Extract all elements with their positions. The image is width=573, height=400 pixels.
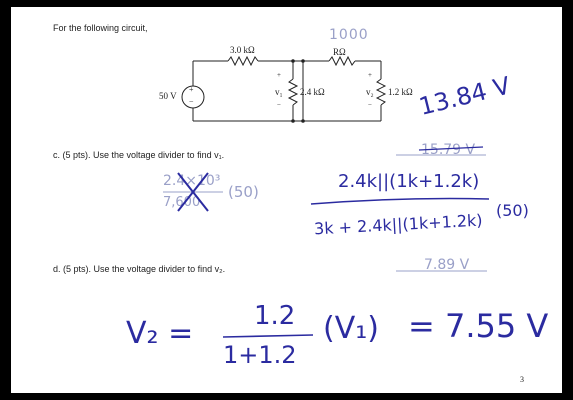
v2-plus: + [368,71,372,79]
worksheet-page: For the following circuit, [11,7,562,393]
v1-fraction-bar [310,197,490,205]
handwritten-r-value: 1000 [329,27,369,43]
v2-fraction-numerator: 1.2 [254,301,296,331]
r-parallel-1-label: 2.4 kΩ [300,87,325,97]
v1-minus: − [277,101,281,109]
v2-paren-v1: (V₁) [323,311,379,346]
v2-fraction-bar [222,334,314,338]
answer-line-d [396,270,487,272]
v1-expression-multiplier: (50) [496,201,529,220]
circuit-diagram [181,55,387,123]
problem-intro: For the following circuit, [53,23,148,33]
v2-fraction-denominator: 1+1.2 [223,341,297,369]
part-d-question: d. (5 pts). Use the voltage divider to f… [53,264,226,274]
cross-out-mark [163,172,223,212]
v2-result: = 7.55 V [408,307,549,345]
crossed-work-denominator: 7,600 [163,195,201,210]
part-c-question: c. (5 pts). Use the voltage divider to f… [53,150,225,160]
r-parallel-2-label: 1.2 kΩ [388,87,413,97]
v2-blank-answer: 7.89 V [424,257,470,273]
r-unknown-label: RΩ [333,47,346,57]
v2-lhs: V₂ = [126,316,194,351]
v2-minus: − [368,101,372,109]
v1-expression-numerator: 2.4k||(1k+1.2k) [338,171,480,192]
answer-line-c [396,146,486,156]
crossed-work-multiplier: (50) [228,183,259,201]
v1-plus: + [277,71,281,79]
v1-crossed-answer: 15.79 V [421,142,476,158]
v1-label: v₁ [275,87,283,97]
source-minus: − [189,97,194,106]
r-series-label: 3.0 kΩ [230,45,255,55]
page-number: 3 [520,375,524,384]
source-plus: + [189,85,194,94]
source-voltage-label: 50 V [159,91,177,101]
v2-label: v₂ [366,87,374,97]
